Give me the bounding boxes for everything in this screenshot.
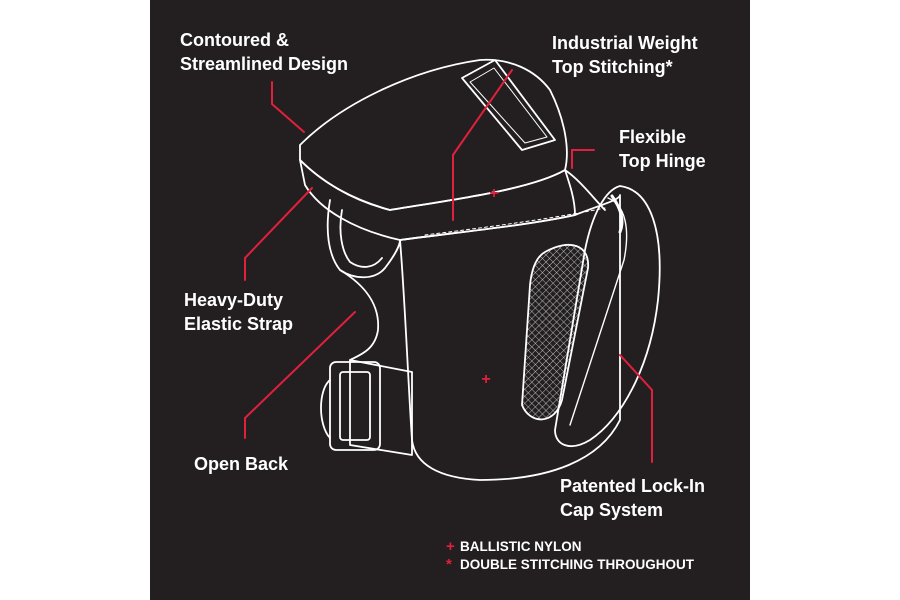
callout-open-back: Open Back bbox=[194, 452, 288, 476]
callout-cap-line1: Patented Lock-In bbox=[560, 474, 705, 498]
callout-contoured-line2: Streamlined Design bbox=[180, 52, 348, 76]
diagram-panel: + + Contoured & Streamlined Design Indus… bbox=[150, 0, 750, 600]
callout-cap: Patented Lock-In Cap System bbox=[560, 474, 705, 522]
buckle-inner bbox=[340, 372, 370, 440]
svg-text:+: + bbox=[489, 185, 498, 202]
callout-contoured-line1: Contoured & bbox=[180, 28, 348, 52]
upper-strap-inner bbox=[340, 210, 382, 267]
leader-contoured bbox=[272, 82, 304, 132]
callout-strap-line2: Elastic Strap bbox=[184, 312, 293, 336]
callout-cap-line2: Cap System bbox=[560, 498, 705, 522]
callout-hinge-line2: Top Hinge bbox=[619, 149, 706, 173]
buckle-side bbox=[321, 380, 330, 438]
callout-stitching-line1: Industrial Weight bbox=[552, 31, 698, 55]
upper-strap bbox=[328, 200, 400, 277]
legend-double-symbol: * bbox=[446, 556, 460, 574]
callout-stitching: Industrial Weight Top Stitching* bbox=[552, 31, 698, 79]
leader-cap bbox=[620, 355, 652, 462]
top-shell bbox=[300, 60, 567, 210]
callout-strap: Heavy-Duty Elastic Strap bbox=[184, 288, 293, 336]
legend-double-text: DOUBLE STITCHING THROUGHOUT bbox=[460, 557, 694, 572]
buckle bbox=[330, 362, 380, 450]
leader-hinge bbox=[572, 150, 594, 168]
callout-hinge: Flexible Top Hinge bbox=[619, 125, 706, 173]
leader-strap bbox=[245, 188, 312, 280]
nylon-markers: + + bbox=[481, 185, 498, 388]
legend-nylon: +BALLISTIC NYLON bbox=[446, 538, 694, 556]
callout-hinge-line1: Flexible bbox=[619, 125, 706, 149]
callout-strap-line1: Heavy-Duty bbox=[184, 288, 293, 312]
legend: +BALLISTIC NYLON *DOUBLE STITCHING THROU… bbox=[446, 538, 694, 574]
legend-nylon-text: BALLISTIC NYLON bbox=[460, 539, 582, 554]
mesh-panel bbox=[522, 245, 588, 420]
svg-text:+: + bbox=[481, 371, 490, 388]
callout-contoured: Contoured & Streamlined Design bbox=[180, 28, 348, 76]
legend-double: *DOUBLE STITCHING THROUGHOUT bbox=[446, 556, 694, 574]
callout-open-back-line1: Open Back bbox=[194, 452, 288, 476]
open-back-edge bbox=[340, 270, 378, 360]
callout-stitching-line2: Top Stitching* bbox=[552, 55, 698, 79]
legend-nylon-symbol: + bbox=[446, 538, 460, 556]
